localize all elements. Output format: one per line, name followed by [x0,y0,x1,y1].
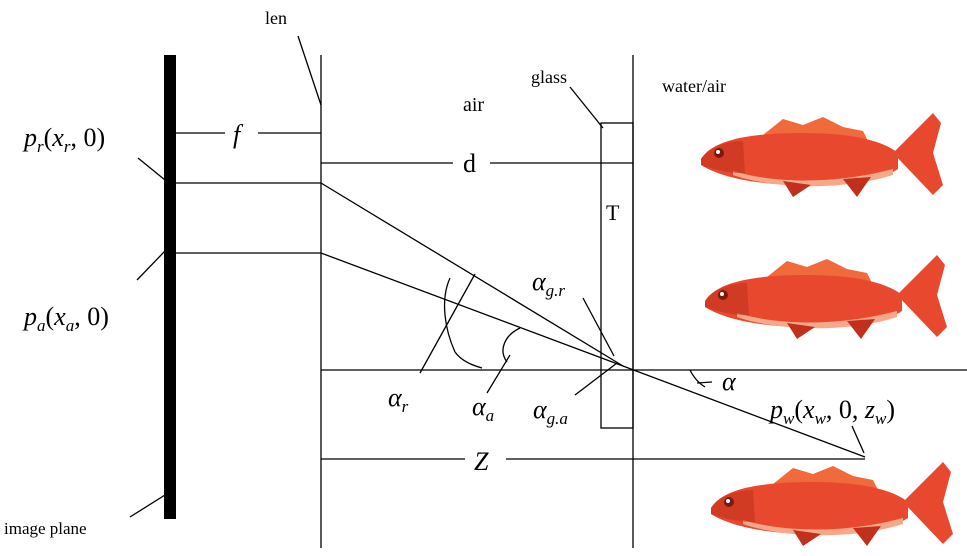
image-plane-leader [129,494,166,518]
alpha-gr-label: αg.r [532,267,565,300]
alpha-r-leader [419,273,476,374]
image-plane-label: image plane [4,519,87,538]
pa-leader [136,250,166,281]
water-air-label: water/air [662,76,726,96]
glass-slab [600,122,634,429]
alpha-arc [689,369,706,388]
alpha-a-label: αa [472,392,494,425]
glass-label: glass [531,67,567,87]
pw-label: pw(xw, 0, zw) [768,395,895,428]
fish-icon [701,113,943,197]
refracted-ray [320,182,624,367]
alpha-ga-leader [574,362,618,396]
pa-label: pa(xa, 0) [22,302,109,335]
f-label: f [233,120,244,149]
fish-icon [705,255,947,339]
len-leader [297,35,322,106]
air-label: air [463,94,484,116]
alpha-r-arc [443,277,456,353]
image-plane-bar [164,55,176,519]
fish-icon [711,462,953,546]
z-label: Z [474,447,489,476]
water-ray [622,365,866,458]
d-label: d [463,149,476,178]
alpha-r-arc-end [454,351,483,369]
pr-leader [137,157,166,181]
pw-leader [851,425,865,454]
alpha-a-arc [502,327,521,363]
alpha-r-label: αr [388,383,409,416]
pr-label: pr(xr, 0) [22,123,105,156]
len-label: len [265,8,287,28]
alpha-gr-leader [582,297,615,357]
alpha-label: α [722,367,737,396]
glass-leader [569,86,604,129]
t-label: T [606,200,620,225]
air-ray [320,252,624,367]
alpha-ga-label: αg.a [533,395,568,428]
alpha-tick [696,381,713,384]
